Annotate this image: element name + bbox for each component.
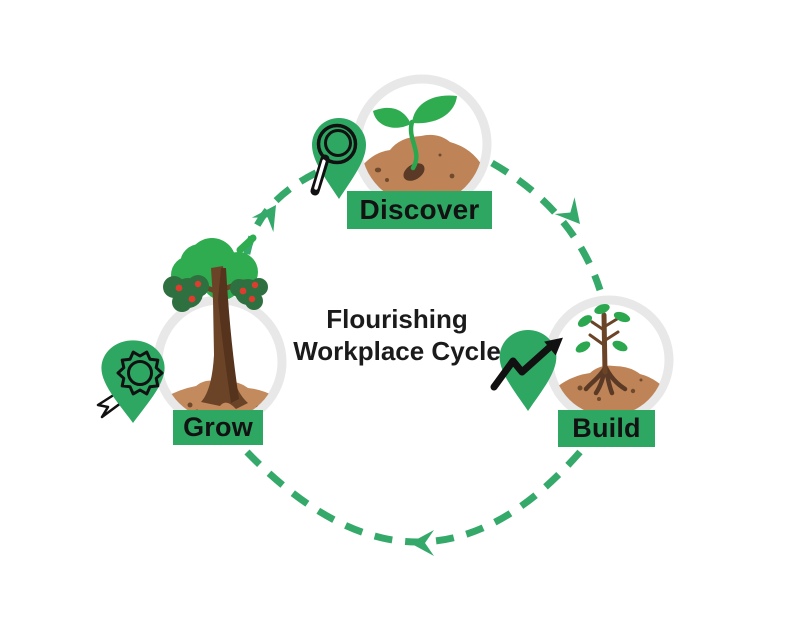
tree-stub-branch — [236, 234, 257, 254]
tree-fruits — [175, 280, 259, 303]
rosette-seal — [116, 350, 164, 396]
seed — [403, 163, 425, 181]
cycle-arrowhead-top-right — [554, 197, 580, 224]
tree-trunk-shadow — [218, 268, 239, 403]
stage-label-discover: Discover — [347, 191, 492, 229]
stage-label-grow-text: Grow — [183, 412, 253, 442]
sprout-leaf-right — [412, 95, 457, 124]
ring-arc-build-to-grow — [244, 449, 583, 546]
award-rosette-pin-icon — [96, 340, 165, 423]
growth-arrow-head — [544, 337, 563, 356]
stage-label-discover-text: Discover — [359, 194, 480, 225]
sapling-stem — [588, 312, 620, 375]
build-node-illustration — [544, 295, 674, 425]
magnifier-lens — [316, 123, 358, 165]
cycle-arrowhead-bottom — [410, 530, 434, 556]
stage-label-build-text: Build — [572, 413, 641, 443]
stage-label-grow: Grow — [173, 410, 263, 445]
ring-arc-discover-to-build — [490, 159, 604, 292]
rosette-center — [127, 360, 153, 386]
magnifier-pin-icon — [310, 118, 366, 199]
sapling-leaves — [575, 303, 631, 353]
growth-arrow-pin-icon — [490, 330, 563, 411]
diagram-title: Flourishing Workplace Cycle — [293, 304, 501, 366]
sprout-leaf-left — [373, 107, 411, 128]
growth-arrow-line — [490, 342, 555, 391]
grow-node-illustration — [153, 234, 287, 429]
sprout-stem — [408, 119, 419, 171]
cycle-arrowhead-top-left — [251, 205, 276, 233]
stage-label-build: Build — [558, 410, 655, 447]
